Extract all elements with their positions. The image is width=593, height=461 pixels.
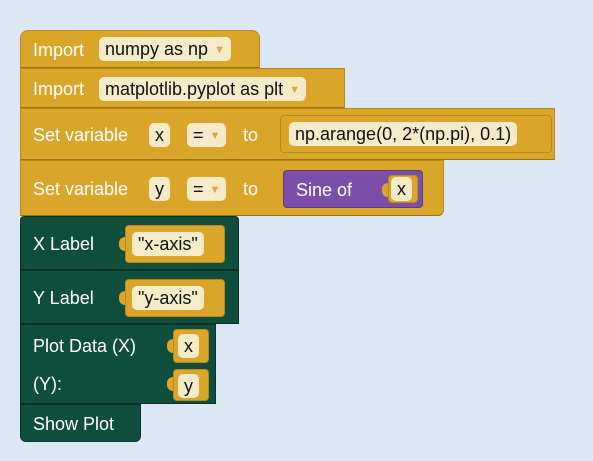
operator-dropdown[interactable]: =▼ [187, 177, 227, 201]
plot-y-slot[interactable]: y [173, 369, 209, 401]
module-dropdown-matplotlib[interactable]: matplotlib.pyplot as plt ▼ [99, 77, 306, 101]
module-dropdown-numpy[interactable]: numpy as np ▼ [99, 37, 231, 61]
expression-field[interactable]: np.arange(0, 2*(np.pi), 0.1) [289, 122, 518, 146]
plot-y-field[interactable]: y [178, 374, 199, 398]
y-label-block[interactable]: Y Label "y-axis" [20, 270, 239, 324]
set-variable-block-x[interactable]: Set variable x =▼ to np.arange(0, 2*(np.… [20, 108, 555, 160]
set-variable-label: Set variable [33, 125, 129, 145]
x-label-field[interactable]: "x-axis" [132, 232, 204, 256]
y-label-text: Y Label [33, 288, 94, 308]
module-value: matplotlib.pyplot as plt [105, 79, 284, 99]
variable-field-y[interactable]: y [149, 177, 170, 201]
y-label-field[interactable]: "y-axis" [132, 286, 204, 310]
module-value: numpy as np [105, 39, 209, 59]
sine-of-label: Sine of [296, 180, 353, 200]
operator-dropdown[interactable]: =▼ [187, 123, 227, 147]
plot-data-block[interactable]: Plot Data (X) (Y): x y [20, 324, 216, 404]
x-label-value: "x-axis" [138, 234, 198, 254]
import-block-matplotlib[interactable]: Import matplotlib.pyplot as plt ▼ [20, 68, 345, 108]
x-label-block[interactable]: X Label "x-axis" [20, 216, 239, 270]
sine-of-block[interactable]: Sine of x [283, 170, 423, 208]
y-label-value: "y-axis" [138, 288, 198, 308]
y-label-string-block[interactable]: "y-axis" [125, 279, 225, 317]
import-block-numpy[interactable]: Import numpy as np ▼ [20, 30, 260, 68]
import-label: Import [33, 79, 85, 99]
x-label-text: X Label [33, 234, 95, 254]
import-label: Import [33, 40, 85, 60]
operator-value: = [193, 125, 204, 145]
input-connector [119, 291, 125, 305]
x-label-string-block[interactable]: "x-axis" [125, 225, 225, 263]
input-connector [119, 237, 125, 251]
input-connector [167, 339, 173, 353]
sine-arg-field[interactable]: x [391, 177, 412, 201]
plot-x-slot[interactable]: x [173, 329, 209, 363]
plot-x-value: x [184, 336, 193, 356]
sine-arg-slot[interactable]: x [388, 175, 418, 203]
triangle-down-icon: ▼ [209, 130, 221, 142]
to-label: to [243, 179, 259, 199]
variable-value: y [155, 179, 164, 199]
expression-value: np.arange(0, 2*(np.pi), 0.1) [295, 124, 512, 144]
triangle-down-icon: ▼ [289, 84, 300, 96]
set-variable-block-y[interactable]: Set variable y =▼ to Sine of x [20, 160, 444, 222]
triangle-down-icon: ▼ [214, 44, 225, 56]
plot-y-value: y [184, 376, 193, 396]
sine-arg-value: x [397, 179, 406, 199]
input-connector [167, 377, 173, 391]
expression-block[interactable]: np.arange(0, 2*(np.pi), 0.1) [280, 115, 552, 153]
show-plot-label: Show Plot [33, 414, 115, 434]
variable-value: x [155, 125, 164, 145]
variable-field-x[interactable]: x [149, 123, 170, 147]
to-label: to [243, 125, 259, 145]
triangle-down-icon: ▼ [209, 184, 221, 196]
operator-value: = [193, 179, 204, 199]
input-connector [382, 183, 388, 197]
set-variable-label: Set variable [33, 179, 129, 199]
plot-x-field[interactable]: x [178, 334, 199, 358]
plot-x-label: Plot Data (X) [33, 336, 137, 356]
show-plot-block[interactable]: Show Plot [20, 404, 141, 442]
plot-y-label: (Y): [33, 374, 62, 394]
input-connector [274, 128, 280, 142]
